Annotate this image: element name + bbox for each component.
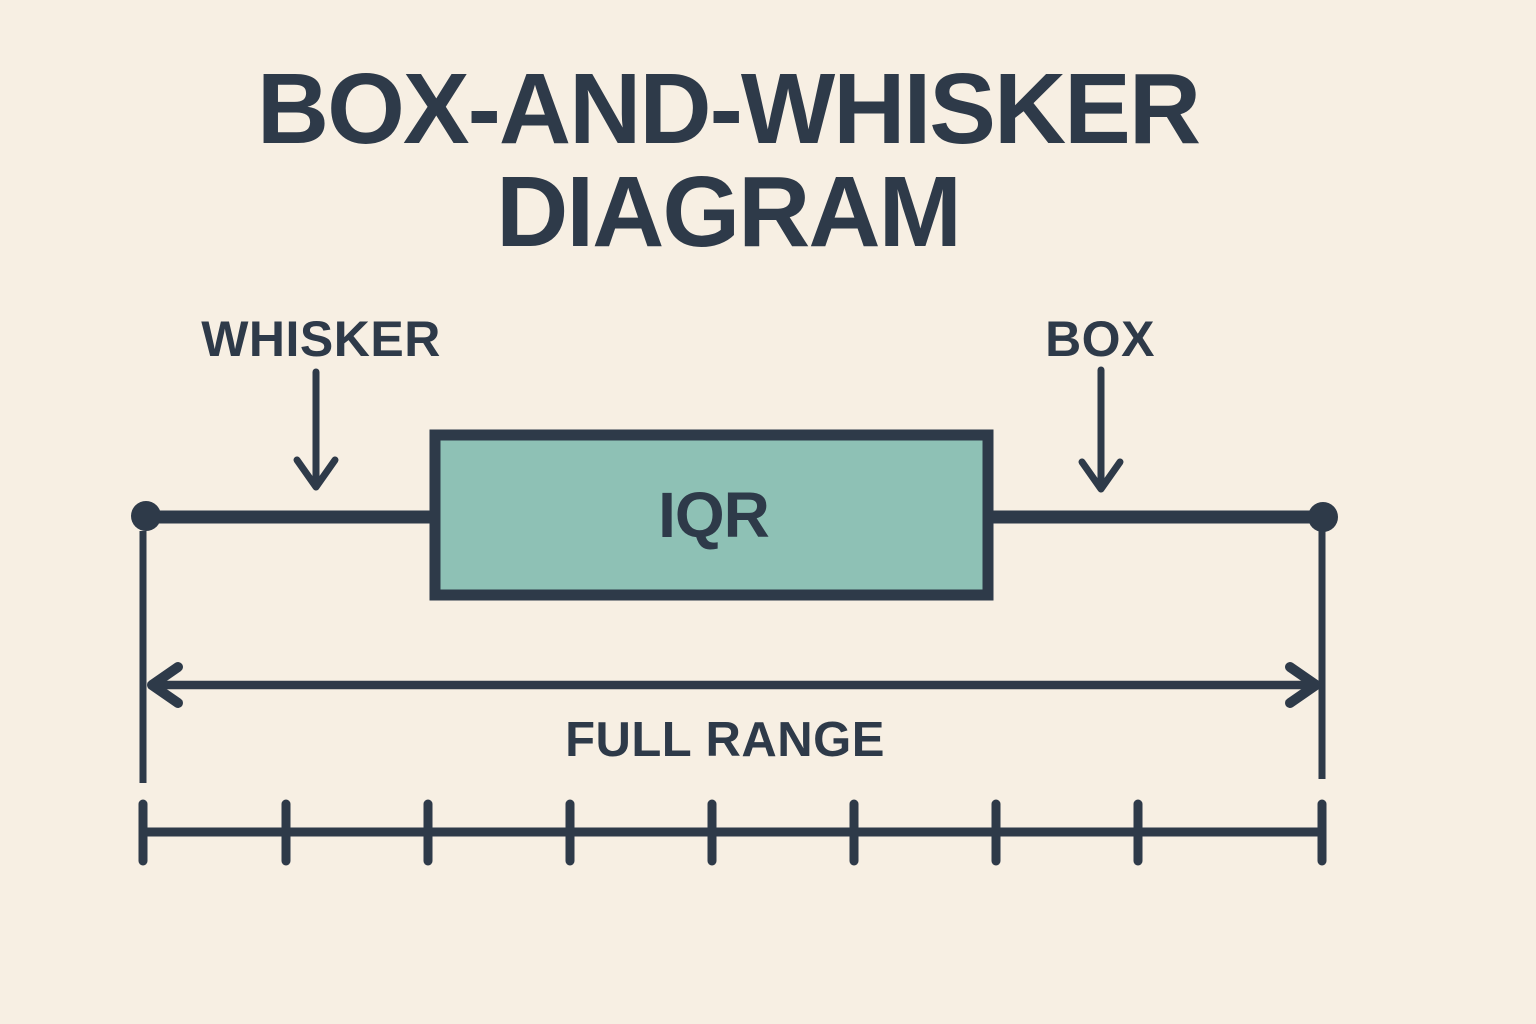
iqr-box (429, 429, 994, 601)
box-pointer-arrow (1078, 366, 1124, 493)
full-range-arrow (147, 662, 1321, 708)
title-line-1: BOX-AND-WHISKER (256, 53, 1201, 165)
iqr-box-label-area: IQR (430, 430, 993, 600)
left-endpoint-dot (131, 501, 161, 531)
iqr-label: IQR (658, 479, 770, 551)
page-title: BOX-AND-WHISKER DIAGRAM (256, 53, 1201, 268)
ruler-axis (138, 799, 1327, 866)
right-endpoint-dot (1308, 502, 1338, 532)
full-range-label: FULL RANGE (565, 713, 885, 767)
whisker-pointer-arrow (293, 368, 339, 491)
box-label: BOX (1045, 311, 1155, 367)
whisker-label: WHISKER (201, 311, 441, 367)
title-line-2: DIAGRAM (496, 156, 962, 268)
